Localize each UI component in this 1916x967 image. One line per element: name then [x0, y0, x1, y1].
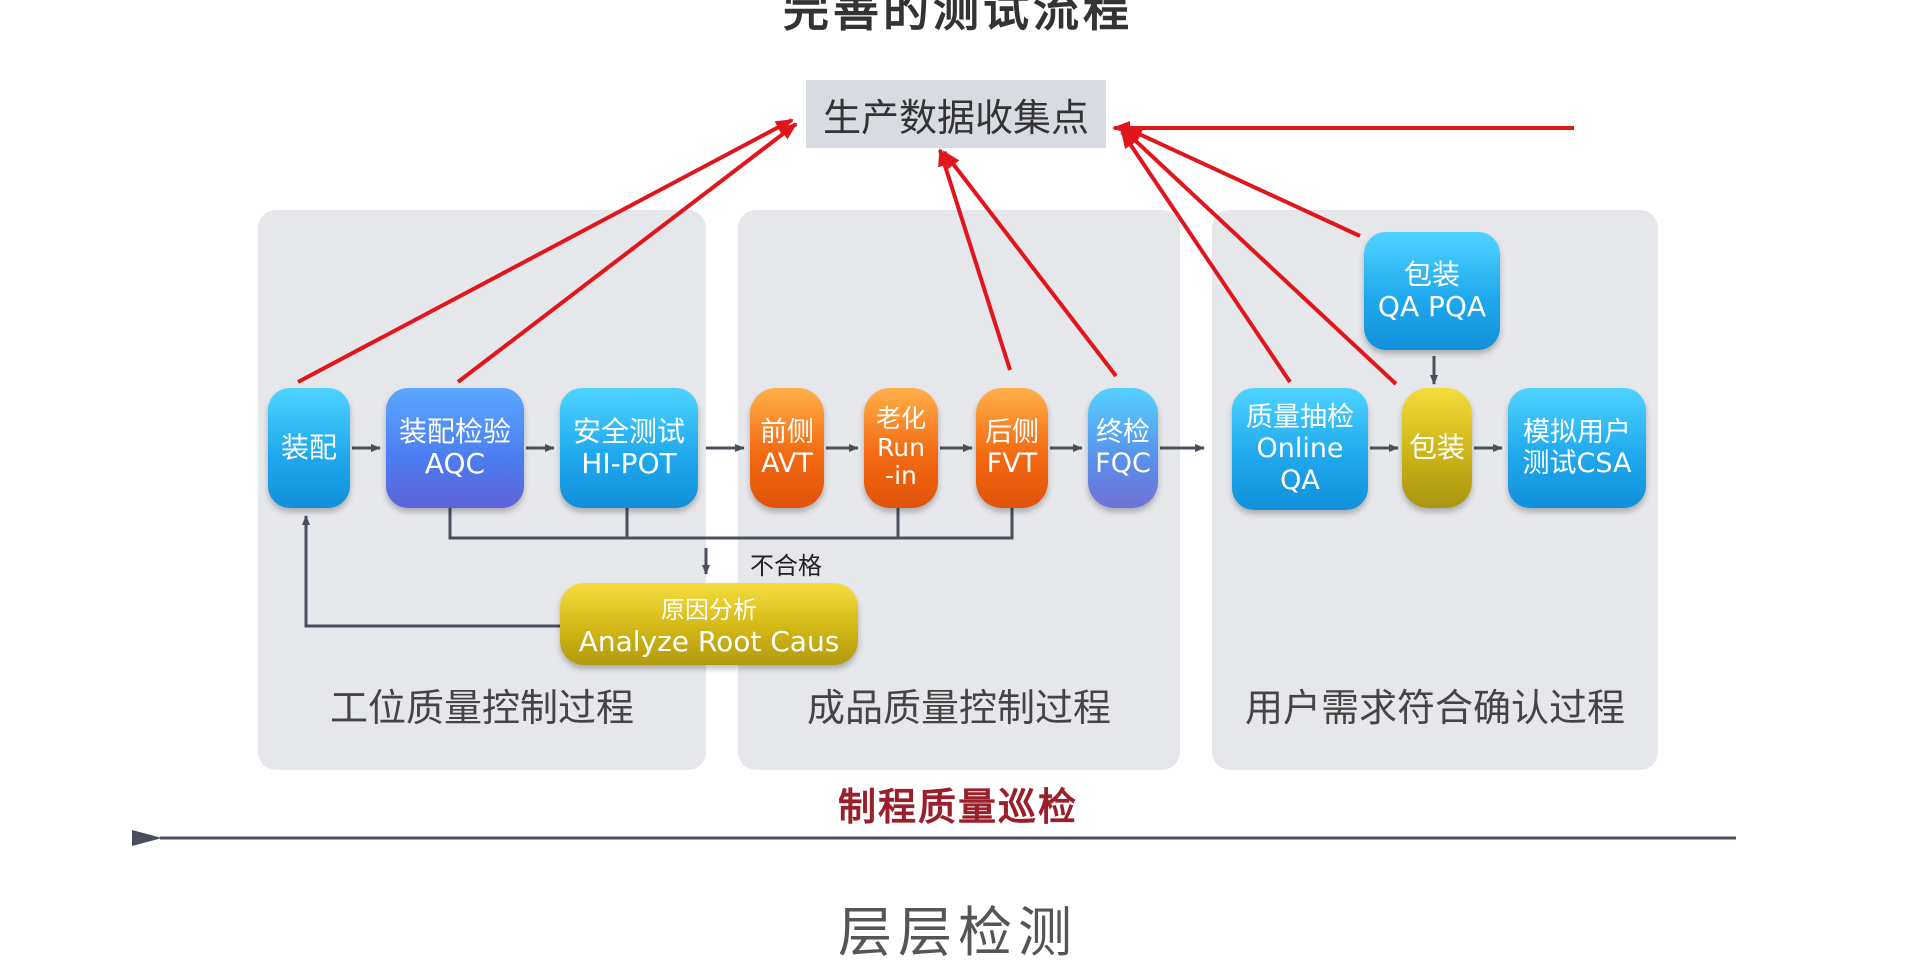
node-pqa-line1: 包装 — [1403, 257, 1460, 291]
page-title: 完善的测试流程 — [783, 0, 1133, 37]
node-runin-line2: Run — [877, 432, 925, 462]
fail-bracket — [448, 508, 1014, 540]
node-packing-label: 包装 — [1408, 430, 1465, 464]
connector-layer — [132, 118, 1736, 846]
red-line-aqc — [456, 122, 798, 384]
panel-label-product: 成品质量控制过程 — [806, 686, 1111, 730]
node-runin: 老化 Run -in — [864, 388, 938, 508]
data-collection-point: 生产数据收集点 — [806, 80, 1106, 148]
node-csa-line2: 测试CSA — [1522, 448, 1632, 479]
node-online-qa-line3: QA — [1280, 464, 1320, 496]
bottom-title: 层层检测 — [838, 901, 1078, 964]
node-online-qa: 质量抽检 Online QA — [1232, 388, 1368, 510]
node-csa-line1: 模拟用户 — [1523, 416, 1631, 448]
root-cause-line2: Analyze Root Caus — [578, 625, 840, 658]
node-fqc: 终检 FQC — [1088, 388, 1158, 508]
panel-label-station: 工位质量控制过程 — [329, 686, 634, 730]
red-line-assembly — [297, 118, 794, 384]
node-aqc-line2: AQC — [424, 447, 486, 480]
node-avt-line1: 前侧 — [760, 416, 814, 448]
node-avt-line2: AVT — [761, 448, 813, 479]
node-root-cause: 原因分析 Analyze Root Caus — [560, 583, 858, 665]
node-assembly: 装配 — [268, 388, 350, 508]
node-hipot-line2: HI-POT — [581, 447, 677, 480]
node-packing: 包装 — [1402, 388, 1472, 508]
node-runin-line1: 老化 — [875, 403, 926, 433]
node-aqc-line1: 装配检验 — [398, 414, 511, 448]
node-hipot-line1: 安全测试 — [572, 414, 685, 448]
node-fqc-line1: 终检 — [1096, 416, 1150, 448]
red-line-fvt — [938, 148, 1012, 371]
red-line-packing — [1122, 128, 1398, 386]
node-fqc-line2: FQC — [1095, 448, 1151, 479]
node-online-qa-line2: Online — [1256, 433, 1344, 465]
root-cause-line1: 原因分析 — [661, 596, 757, 624]
node-aqc: 装配检验 AQC — [386, 388, 524, 508]
red-line-pqa — [1124, 126, 1361, 238]
node-csa: 模拟用户 测试CSA — [1508, 388, 1646, 508]
node-runin-line3: -in — [885, 461, 917, 491]
node-fvt: 后侧 FVT — [976, 388, 1048, 508]
red-line-fqc — [942, 150, 1118, 378]
feedback-loop — [302, 515, 560, 628]
node-assembly-label: 装配 — [280, 430, 337, 464]
node-avt: 前侧 AVT — [750, 388, 824, 508]
patrol-label: 制程质量巡检 — [837, 785, 1078, 829]
node-fvt-line1: 后侧 — [985, 416, 1039, 448]
node-hipot: 安全测试 HI-POT — [560, 388, 698, 508]
fail-label: 不合格 — [750, 552, 822, 580]
red-line-oqa — [1120, 130, 1292, 384]
node-online-qa-line1: 质量抽检 — [1246, 402, 1354, 434]
node-pqa: 包装 QA PQA — [1364, 232, 1500, 350]
node-fvt-line2: FVT — [986, 448, 1038, 479]
panel-label-user: 用户需求符合确认过程 — [1244, 686, 1625, 730]
node-pqa-line2: QA PQA — [1377, 290, 1487, 323]
